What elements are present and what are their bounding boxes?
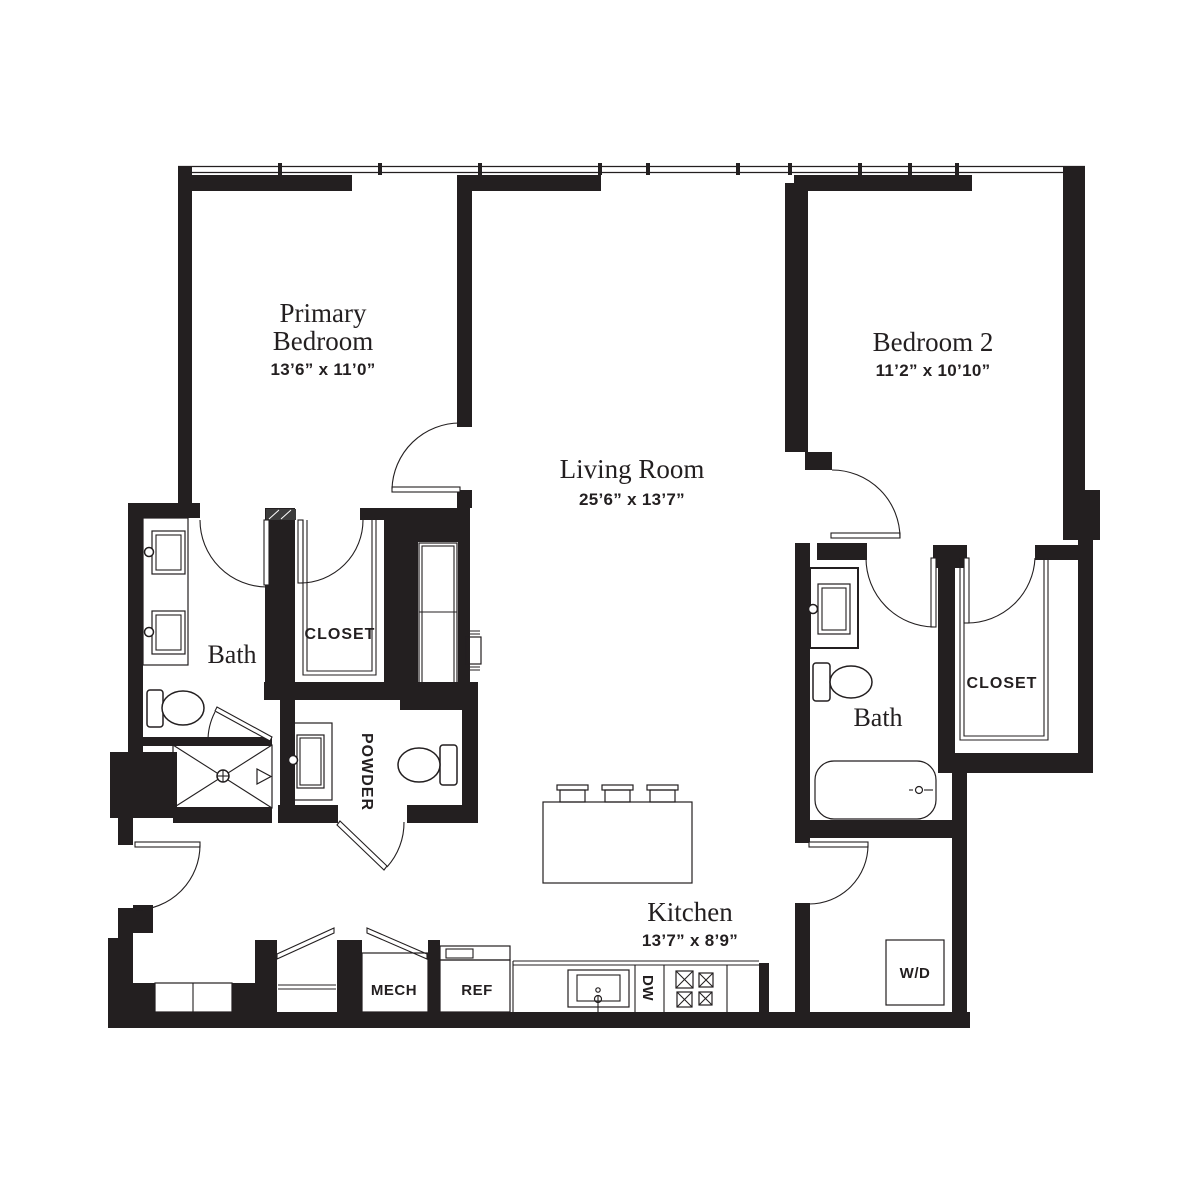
bath2-door bbox=[865, 557, 937, 628]
powder-toilet bbox=[397, 744, 458, 786]
wall-table bbox=[458, 630, 482, 671]
stove bbox=[675, 970, 714, 1008]
bath2-vanity bbox=[807, 567, 859, 649]
bedroom2-door bbox=[830, 469, 901, 539]
bath2-fixtures bbox=[807, 567, 937, 820]
wd-label: W/D bbox=[900, 965, 931, 982]
primary-bedroom-label-line1: Primary bbox=[280, 298, 367, 328]
powder-door bbox=[336, 820, 405, 871]
refrigerator bbox=[439, 945, 511, 1013]
entry-door bbox=[134, 841, 201, 911]
powder-vanity bbox=[287, 722, 333, 801]
entry-bench bbox=[154, 982, 233, 1013]
bath2-label: Bath bbox=[853, 703, 902, 732]
closet-primary-door bbox=[297, 519, 364, 584]
bathtub bbox=[814, 760, 937, 820]
stool bbox=[646, 784, 679, 803]
bath-primary-label: Bath bbox=[207, 640, 256, 669]
powder-fixtures bbox=[287, 722, 458, 801]
shower bbox=[172, 744, 273, 809]
walls bbox=[108, 166, 1100, 1028]
kitchen-island bbox=[542, 784, 693, 884]
bedroom2-dims: 11’2” x 10’10” bbox=[876, 361, 991, 380]
kitchen-counter bbox=[512, 960, 759, 1012]
closet2-door bbox=[963, 557, 1036, 624]
kitchen-dims: 13’7” x 8’9” bbox=[642, 931, 738, 950]
living-room-label: Living Room bbox=[560, 454, 705, 484]
closet-primary-label: CLOSET bbox=[305, 626, 376, 643]
shower-door bbox=[207, 706, 273, 743]
bath2-toilet bbox=[812, 662, 873, 702]
wall-hatch-detail bbox=[266, 509, 296, 520]
bedroom2-label: Bedroom 2 bbox=[873, 327, 994, 357]
bifold-doors bbox=[276, 927, 428, 960]
closet2-label: CLOSET bbox=[967, 675, 1038, 692]
room-labels: Primary Bedroom 13’6” x 11’0” Bedroom 2 … bbox=[207, 298, 1038, 950]
toilet bbox=[146, 689, 205, 728]
powder-label: POWDER bbox=[358, 733, 375, 811]
window-mullion-ticks bbox=[278, 163, 959, 175]
mech-label: MECH bbox=[371, 982, 417, 999]
bath-primary-door bbox=[199, 519, 270, 588]
stool bbox=[556, 784, 589, 803]
primary-bedroom-dims: 13’6” x 11’0” bbox=[270, 360, 375, 379]
double-vanity bbox=[142, 517, 189, 666]
washer-dryer bbox=[885, 939, 945, 1006]
living-room-dims: 25’6” x 13’7” bbox=[579, 490, 685, 509]
ref-label: REF bbox=[461, 982, 493, 999]
shower-head-icon bbox=[256, 767, 273, 786]
window-wall bbox=[178, 163, 1085, 175]
primary-bedroom-door bbox=[391, 422, 461, 493]
primary-bedroom-label-line2: Bedroom bbox=[273, 326, 374, 356]
kitchen-fixtures bbox=[361, 784, 759, 1013]
wd-closet-door bbox=[808, 841, 869, 905]
mech-closet bbox=[361, 952, 429, 1013]
stool bbox=[601, 784, 634, 803]
bath-primary-fixtures bbox=[142, 517, 273, 809]
appliance-labels: MECH REF DW W/D bbox=[371, 965, 930, 1001]
doors bbox=[134, 422, 1036, 960]
kitchen-sink bbox=[567, 969, 630, 1012]
dw-label: DW bbox=[639, 975, 656, 1001]
builtin-niche bbox=[418, 542, 458, 687]
closet-linings bbox=[278, 520, 1049, 990]
kitchen-label: Kitchen bbox=[647, 897, 733, 927]
